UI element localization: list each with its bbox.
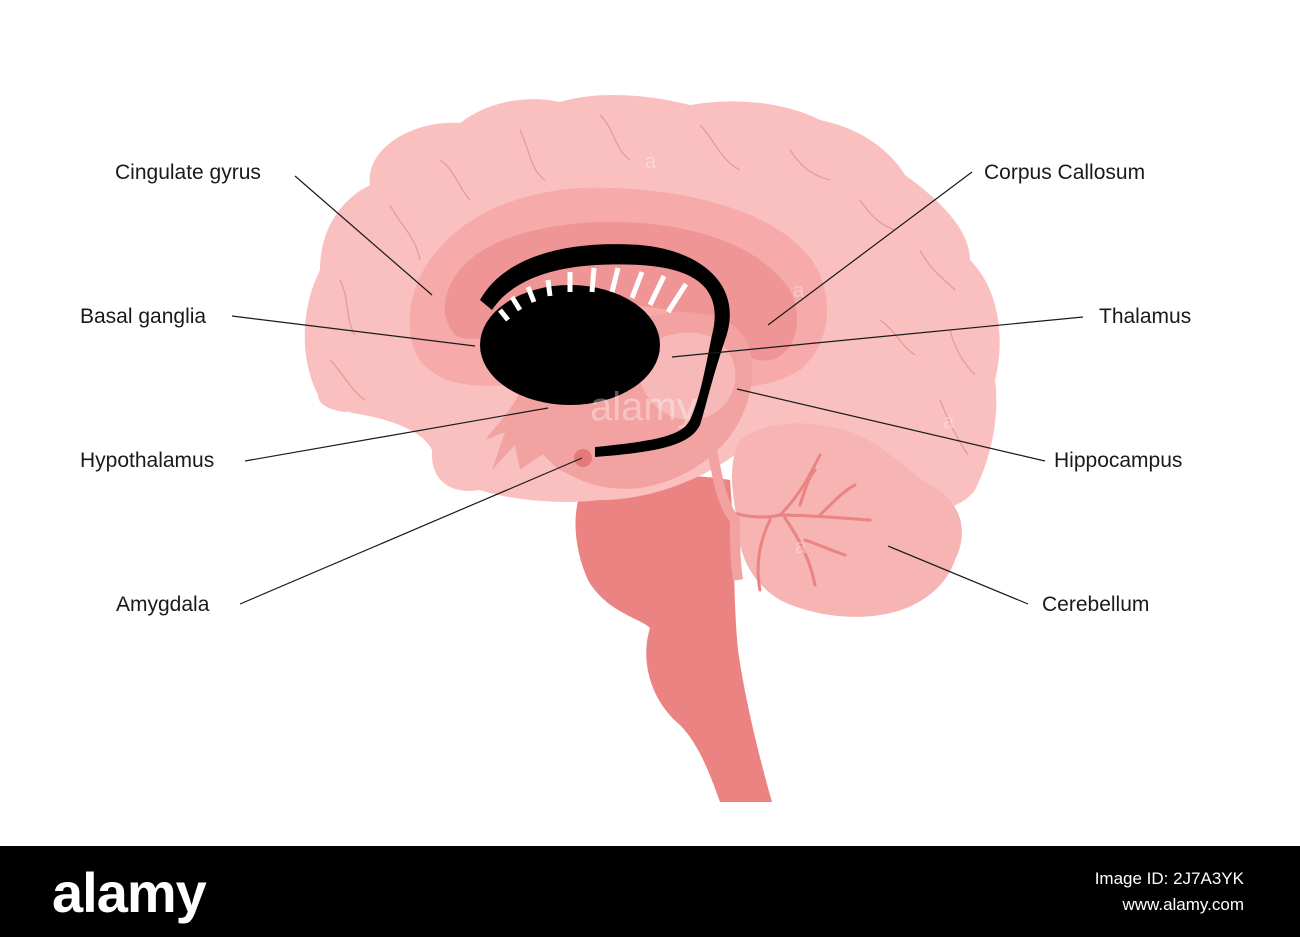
watermark-text: alamy: [590, 385, 697, 429]
label-thalamus: Thalamus: [1099, 305, 1191, 328]
svg-text:a: a: [645, 151, 657, 173]
svg-text:a: a: [943, 411, 955, 433]
leader-amygdala: [240, 458, 582, 604]
label-amygdala: Amygdala: [116, 593, 210, 616]
label-hypothalamus: Hypothalamus: [80, 449, 214, 472]
brain-diagram: alamy a a a a a Cingulate gyrus Basal ga…: [0, 0, 1300, 846]
footer-info: Image ID: 2J7A3YK www.alamy.com: [1095, 866, 1244, 918]
label-cerebellum: Cerebellum: [1042, 593, 1149, 616]
footer-logo[interactable]: alamy: [52, 860, 206, 925]
label-hippocampus: Hippocampus: [1054, 449, 1182, 472]
label-basal-ganglia: Basal ganglia: [80, 305, 206, 328]
svg-text:a: a: [343, 405, 355, 427]
label-cingulate-gyrus: Cingulate gyrus: [115, 161, 261, 184]
image-id: Image ID: 2J7A3YK: [1095, 866, 1244, 892]
site-link[interactable]: www.alamy.com: [1095, 892, 1244, 918]
svg-text:a: a: [795, 536, 807, 558]
footer-bar: alamy Image ID: 2J7A3YK www.alamy.com: [0, 846, 1300, 937]
label-corpus-callosum: Corpus Callosum: [984, 161, 1145, 184]
amygdala-shape: [574, 449, 592, 467]
